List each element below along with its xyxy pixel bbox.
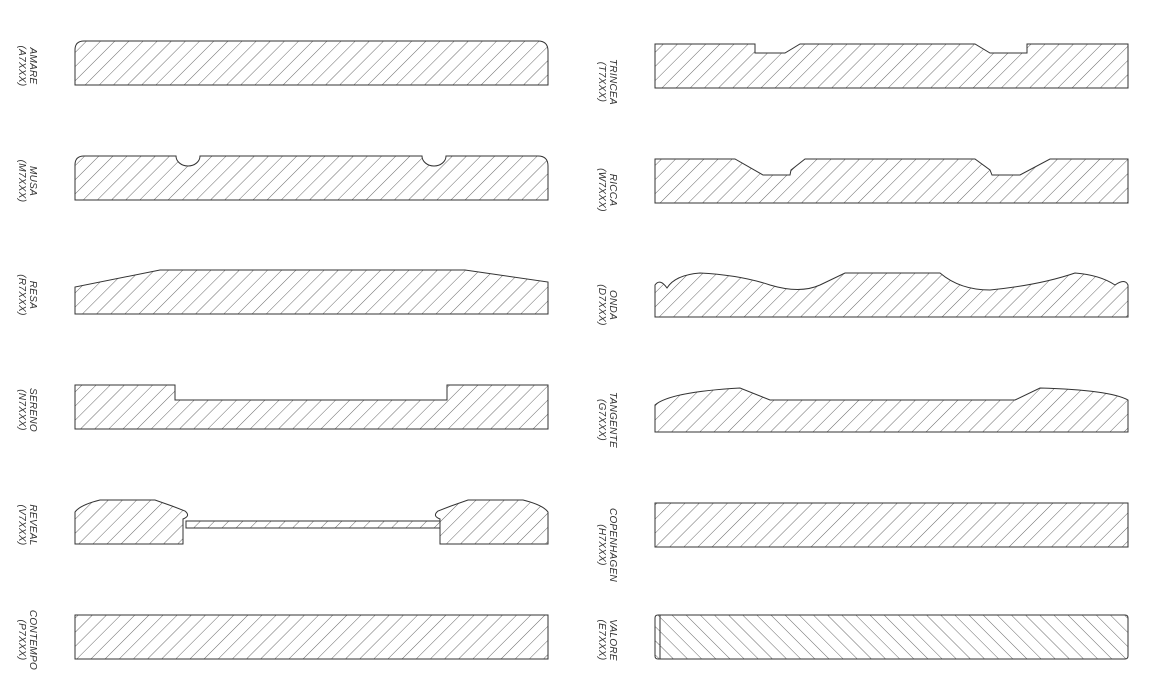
- reveal-section-2: [434, 499, 549, 545]
- ricca-section-0: [654, 158, 1129, 204]
- valore-section-0: [654, 614, 1129, 660]
- profile-code: (P7XXX): [16, 619, 27, 661]
- profile-resa: [74, 269, 549, 315]
- sereno-section-0: [74, 384, 549, 430]
- profile-code: (W7XXX): [596, 168, 607, 212]
- profile-musa: [74, 155, 549, 201]
- profile-code: (V7XXX): [16, 504, 27, 546]
- profile-code: (R7XXX): [16, 274, 27, 316]
- profile-label-amare: AMARE(A7XXX): [16, 6, 38, 126]
- profile-label-resa: RESA(R7XXX): [16, 235, 38, 355]
- profile-name: SERENO: [27, 387, 38, 433]
- profile-name: RICCA: [607, 173, 618, 207]
- profile-onda: [654, 272, 1129, 318]
- profile-label-ricca: RICCA(W7XXX): [596, 130, 618, 250]
- copenhagen-section-0: [654, 502, 1129, 548]
- profile-tangente: [654, 387, 1129, 433]
- onda-section-0: [654, 272, 1129, 318]
- profile-amare: [74, 40, 549, 86]
- profile-name: MUSA: [27, 165, 38, 197]
- profile-copenhagen: [654, 502, 1129, 548]
- profile-label-reveal: REVEAL(V7XXX): [16, 465, 38, 585]
- trincea-section-0: [654, 43, 1129, 89]
- profile-name: AMARE: [27, 47, 38, 85]
- profile-name: CONTEMPO: [27, 609, 38, 671]
- profile-code: (D7XXX): [596, 284, 607, 326]
- profile-label-trincea: TRINCEA(T7XXX): [596, 22, 618, 142]
- profile-code: (N7XXX): [16, 389, 27, 431]
- profile-valore: [654, 614, 1129, 660]
- profile-name: RESA: [27, 280, 38, 310]
- profile-code: (M7XXX): [16, 159, 27, 203]
- resa-section-0: [74, 269, 549, 315]
- profile-trincea: [654, 43, 1129, 89]
- profile-label-sereno: SERENO(N7XXX): [16, 350, 38, 470]
- profile-label-tangente: TANGENTE(G7XXX): [596, 360, 618, 480]
- profile-code: (G7XXX): [596, 398, 607, 442]
- contempo-section-0: [74, 614, 549, 660]
- profile-name: REVEAL: [27, 504, 38, 546]
- profile-code: (A7XXX): [16, 45, 27, 87]
- profile-label-valore: VALORE(E7XXX): [596, 580, 618, 700]
- reveal-section-0: [74, 499, 189, 545]
- amare-section-0: [74, 40, 549, 86]
- tangente-section-0: [654, 387, 1129, 433]
- profile-label-contempo: CONTEMPO(P7XXX): [16, 580, 38, 700]
- profile-name: VALORE: [607, 619, 618, 661]
- profile-reveal: [74, 499, 549, 545]
- profile-code: (E7XXX): [596, 619, 607, 661]
- musa-section-0: [74, 155, 549, 201]
- reveal-section-1: [185, 520, 441, 529]
- profile-label-onda: ONDA(D7XXX): [596, 245, 618, 365]
- profile-contempo: [74, 614, 549, 660]
- profile-name: TRINCEA: [607, 59, 618, 105]
- profile-sereno: [74, 384, 549, 430]
- profile-name: ONDA: [607, 289, 618, 321]
- profile-code: (T7XXX): [596, 61, 607, 103]
- profile-label-musa: MUSA(M7XXX): [16, 121, 38, 241]
- profile-name: TANGENTE: [607, 391, 618, 449]
- profile-ricca: [654, 158, 1129, 204]
